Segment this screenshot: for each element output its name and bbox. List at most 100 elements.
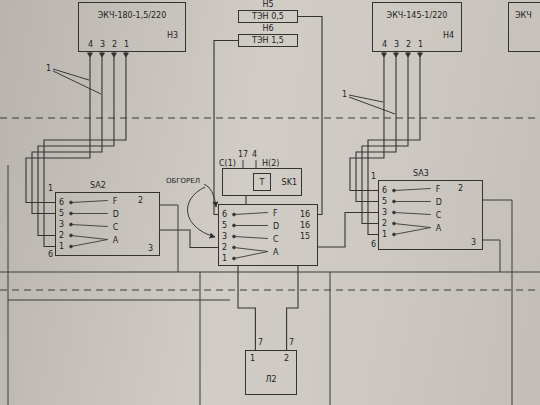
wire	[362, 52, 408, 224]
wire	[368, 52, 420, 235]
pin-label: 2	[59, 231, 64, 240]
node-text: Н4	[443, 31, 454, 40]
contact-line	[71, 213, 108, 214]
callout-number: 1	[342, 90, 347, 99]
part-name: SA3	[413, 169, 429, 178]
node-text: ТЭН 0,5	[252, 12, 284, 21]
wire	[44, 52, 126, 247]
wire	[287, 266, 298, 350]
pin-label: C(1)	[219, 159, 236, 168]
pin-number: 3	[100, 40, 105, 49]
heater-box: ЭКЧ-180-1,5/220Н3	[78, 2, 186, 52]
pin-number: 1	[418, 40, 423, 49]
pin-number: 1	[124, 40, 129, 49]
pin-label: 3	[59, 220, 64, 229]
node-text: SK1	[282, 178, 297, 187]
contact-line	[71, 236, 108, 240]
resistor-box: Н5ТЭН 0,5	[238, 10, 298, 23]
leader-line	[53, 71, 101, 94]
pin-number: 2	[406, 40, 411, 49]
node-text: F	[273, 209, 278, 218]
pin-label: 6	[59, 198, 64, 207]
pin-label: 15	[300, 232, 310, 241]
node-text: Т	[260, 178, 265, 187]
node-text: C	[273, 235, 279, 244]
wire	[350, 52, 384, 191]
contact-line	[234, 237, 268, 239]
node-text: D	[436, 198, 442, 207]
contact-line	[234, 252, 268, 259]
contact-line	[71, 225, 108, 227]
contact-line	[234, 225, 268, 226]
pin-label: 17	[238, 150, 248, 159]
node-text: C	[113, 223, 119, 232]
node-text: F	[436, 185, 441, 194]
node-text: A	[273, 248, 278, 257]
wire	[26, 52, 90, 203]
terminal-stub	[243, 160, 244, 168]
pin-label: 2	[458, 184, 463, 193]
node-text: Л2	[265, 375, 276, 384]
wire	[483, 240, 500, 272]
pin-label: 5	[222, 221, 227, 230]
leader-line	[53, 69, 89, 80]
pin-label: 1	[59, 242, 64, 251]
pin-label: 3	[471, 238, 476, 247]
contact-line	[234, 248, 268, 252]
pin-label: 1	[222, 254, 227, 263]
thermostat-box: SK1 Т	[222, 168, 302, 196]
node-text: ЭКЧ-145-1/220	[387, 11, 448, 20]
contact-line	[71, 201, 108, 203]
pin-label: 3	[222, 232, 227, 241]
wire	[38, 52, 114, 236]
pin-label: 7	[289, 338, 294, 347]
contact-line	[394, 213, 431, 215]
contact-line	[394, 189, 431, 191]
wire	[160, 230, 218, 248]
node-text: D	[113, 210, 119, 219]
relay-box: Т	[253, 173, 271, 191]
switch-box: SA3FDCA	[378, 180, 483, 250]
wire	[483, 200, 512, 405]
node-text: ТЭН 1,5	[252, 36, 284, 45]
pin-label: 2	[382, 219, 387, 228]
wire	[160, 205, 178, 272]
note-text: ОБГОРЕЛ	[166, 177, 200, 186]
wire	[200, 272, 201, 405]
contact-line	[71, 240, 108, 247]
node-text: A	[113, 236, 118, 245]
pin-label: 2	[138, 196, 143, 205]
pin-label: 1	[250, 354, 255, 363]
boundary-line	[0, 290, 540, 291]
wire	[0, 272, 540, 273]
wire	[245, 196, 246, 204]
pin-label: 1	[371, 172, 376, 181]
node-text: A	[436, 224, 441, 233]
pin-label: 6	[382, 186, 387, 195]
pin-label: 2	[284, 354, 289, 363]
callout-number: 1	[46, 64, 51, 73]
pin-label: 2	[222, 243, 227, 252]
pin-label: 6	[48, 250, 53, 259]
wire	[330, 272, 331, 405]
pin-label: 3	[148, 244, 153, 253]
contact-line	[394, 201, 431, 202]
part-name: Н5	[262, 0, 273, 9]
pin-label: 16	[300, 221, 310, 230]
node-text: ЭКЧ	[515, 11, 532, 20]
leader-line	[349, 97, 395, 114]
node-text: Н3	[167, 31, 178, 40]
resistor-box: Н6ТЭН 1,5	[238, 34, 298, 47]
pin-label: 1	[48, 184, 53, 193]
pin-label: 16	[300, 210, 310, 219]
node-text: C	[436, 211, 442, 220]
part-name: SA2	[90, 181, 106, 190]
node-text: ЭКЧ-180-1,5/220	[98, 11, 166, 20]
heater-box: ЭКЧ	[508, 2, 540, 52]
wire	[318, 213, 378, 248]
boundary-line	[0, 118, 540, 119]
contact-line	[234, 213, 268, 215]
terminal-stub	[256, 160, 257, 168]
pin-label: 7	[258, 338, 263, 347]
wire	[214, 41, 238, 215]
